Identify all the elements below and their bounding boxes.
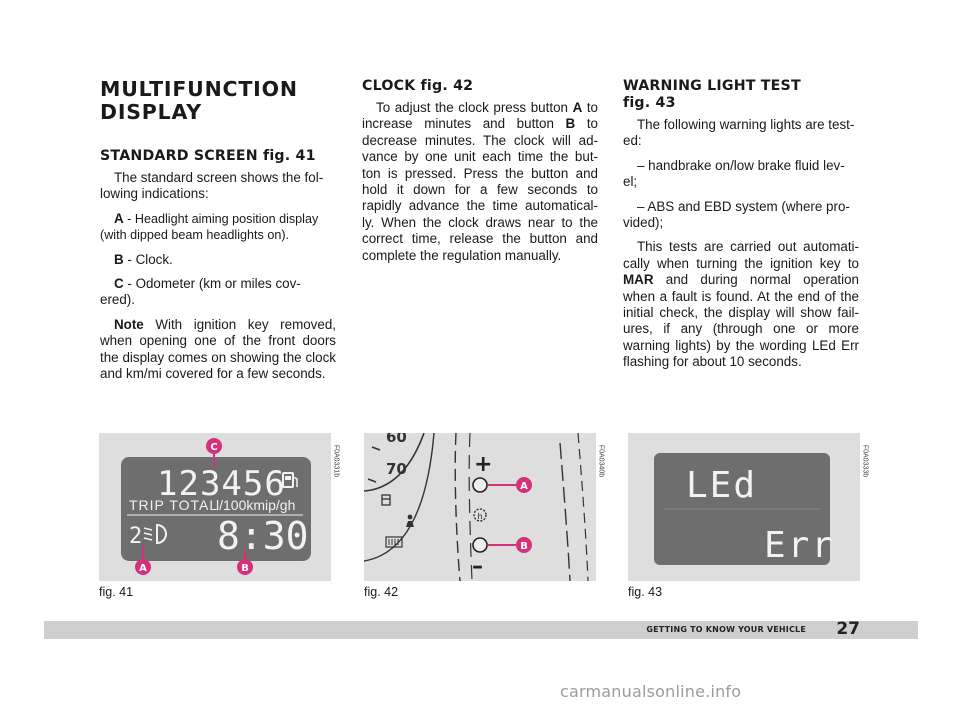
title-line-1: MULTIFUNCTION	[100, 77, 298, 101]
page-number: 27	[836, 619, 860, 639]
unit-label: l/100kmip/gh	[216, 497, 295, 513]
warning-body-text-2: and during normal operation when a fault…	[623, 272, 859, 370]
figure-42-illustration: 60 70 + h – A B	[364, 433, 596, 581]
clock-heading: CLOCK fig. 42	[362, 78, 474, 94]
callout-b-badge-42	[516, 537, 532, 553]
item-c-paragraph: C - Odometer (km or miles cov- ered).	[100, 276, 336, 309]
figure-43-code-text: F0A0333b	[861, 444, 869, 478]
column-right: WARNING LIGHT TEST fig. 43 The following…	[623, 78, 859, 379]
note-text: With ignition key removed, when opening …	[100, 316, 336, 382]
column-left: MULTIFUNCTION DISPLAY STANDARD SCREEN fi…	[100, 78, 336, 390]
callout-a-badge	[135, 559, 151, 575]
clock-text-3: to decrease minutes. The clock will ad- …	[362, 116, 598, 263]
minus-sign: –	[472, 554, 483, 579]
figure-43: LEd Err	[628, 433, 860, 581]
footer-bar: GETTING TO KNOW YOUR VEHICLE 27	[44, 619, 918, 639]
callout-a-label-42: A	[520, 481, 528, 492]
speedo-arc	[364, 433, 425, 492]
figure-43-caption: fig. 43	[628, 585, 663, 599]
figure-41: 123456 TRIP TOTAL l/100kmip/gh 2 8:30 C …	[99, 433, 331, 581]
headlight-icon	[143, 523, 167, 545]
page-title: MULTIFUNCTION DISPLAY	[100, 78, 336, 124]
trim-line-1	[454, 433, 461, 581]
title-line-2: DISPLAY	[100, 100, 202, 124]
aim-level-digit: 2	[129, 524, 142, 549]
figure-43-illustration: LEd Err	[628, 433, 860, 581]
callout-a-label: A	[139, 563, 147, 574]
mar-key: MAR	[623, 272, 654, 288]
warning-test-heading-line-1: WARNING LIGHT TEST	[623, 78, 801, 94]
lcd-led-text: LEd	[686, 465, 757, 506]
odometer-digits: 123456	[157, 464, 286, 504]
figure-41-illustration: 123456 TRIP TOTAL l/100kmip/gh 2 8:30 C …	[99, 433, 331, 581]
column-middle: CLOCK fig. 42 To adjust the clock press …	[362, 78, 598, 272]
callout-c-badge	[206, 438, 222, 454]
speed-60: 60	[386, 433, 407, 446]
button-b[interactable]	[472, 537, 488, 553]
callout-c-label: C	[210, 442, 217, 453]
item-c-text: - Odometer (km or miles cov- ered).	[100, 276, 301, 308]
lcd-panel	[121, 457, 311, 561]
trim-line-4	[577, 433, 589, 581]
trim-line-3	[559, 442, 571, 581]
figure-42-code-text: F0A0340b	[597, 444, 605, 478]
callout-b-label-42: B	[520, 541, 528, 552]
warning-item-2: – ABS and EBD system (where pro- vided);	[623, 198, 850, 231]
clock-text-2: to increase minutes and button	[362, 100, 598, 132]
button-a[interactable]	[472, 477, 488, 493]
clock-key-b: B	[565, 116, 576, 132]
standard-screen-intro: The standard screen shows the fol- lowin…	[100, 170, 324, 202]
figure-41-code-text: F0A0331b	[332, 444, 340, 478]
standard-screen-heading: STANDARD SCREEN fig. 41	[100, 148, 316, 164]
callout-b-badge	[237, 559, 253, 575]
seatbelt-icon	[406, 514, 414, 527]
item-b-key: B	[114, 251, 124, 267]
figure-41-code: F0A0331b	[330, 433, 342, 489]
item-a-text: - Headlight aiming position display (wit…	[100, 211, 319, 243]
clock-digits: 8:30	[217, 514, 309, 558]
speed-70: 70	[386, 460, 407, 478]
figure-42-code: F0A0340b	[595, 433, 607, 489]
plus-sign: +	[474, 452, 492, 477]
warning-item-1: – handbrake on/low brake fluid lev- el;	[623, 157, 845, 190]
item-b-paragraph: B - Clock.	[100, 252, 336, 268]
clock-text-1: To adjust the clock press button	[376, 100, 573, 115]
item-a-paragraph: A - Headlight aiming position display (w…	[100, 211, 336, 244]
figure-42: 60 70 + h – A B	[364, 433, 596, 581]
callout-b-label: B	[241, 563, 249, 574]
trim-line-2	[468, 433, 473, 581]
watermark: carmanualsonline.info	[560, 682, 742, 701]
fuel-icon	[282, 472, 298, 488]
note-paragraph: Note With ignition key removed, when ope…	[100, 317, 336, 383]
clock-symbol-icon: h	[473, 508, 487, 522]
figure-42-caption: fig. 42	[364, 585, 399, 599]
item-a-key: A	[114, 210, 124, 226]
item-b-text: - Clock.	[123, 251, 173, 267]
item-c-key: C	[114, 276, 124, 292]
warning-body-text-1: This tests are carried out automati- cal…	[623, 239, 859, 271]
warning-test-intro: The following warning lights are test- e…	[623, 117, 855, 149]
clock-paragraph: To adjust the clock press button A to in…	[362, 100, 598, 264]
svg-text:h: h	[477, 512, 482, 521]
fuel-pump-icon	[381, 494, 391, 506]
callout-a-badge-42	[516, 477, 532, 493]
figure-43-code: F0A0333b	[859, 433, 871, 489]
figure-41-caption: fig. 41	[99, 585, 134, 599]
warning-test-body: This tests are carried out automati- cal…	[623, 239, 859, 370]
note-key: Note	[114, 316, 144, 332]
warning-test-heading: WARNING LIGHT TEST fig. 43	[623, 78, 859, 112]
clock-key-a: A	[572, 100, 583, 115]
lcd-err-text: Err	[764, 525, 835, 566]
rear-defrost-icon	[385, 536, 403, 548]
trip-total-label: TRIP TOTAL	[129, 497, 218, 513]
footer-section-title: GETTING TO KNOW YOUR VEHICLE	[646, 625, 806, 634]
warning-test-heading-line-2: fig. 43	[623, 95, 676, 111]
